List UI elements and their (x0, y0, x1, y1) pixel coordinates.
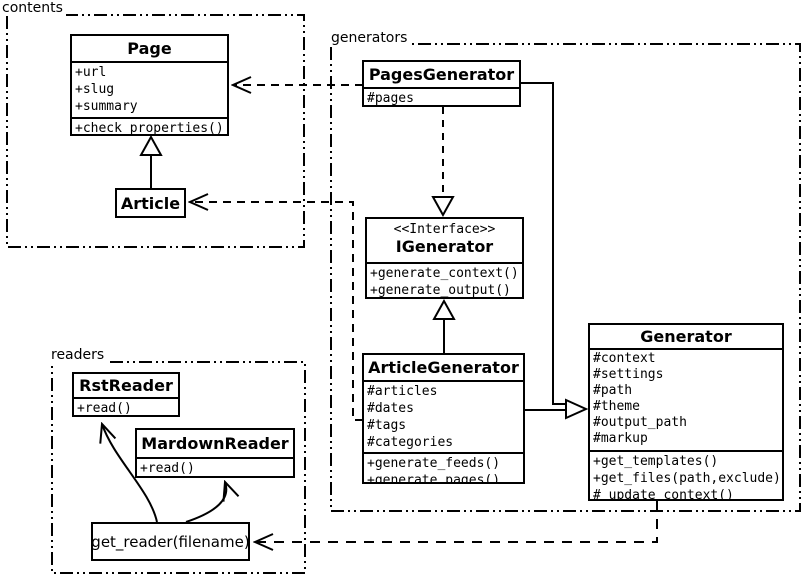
interface-stereotype: <<Interface>> (393, 222, 496, 237)
method: +get_files(path,exclude) (593, 471, 781, 486)
method: +read() (77, 401, 132, 415)
class-title: MardownReader (141, 434, 289, 453)
class-rstreader: RstReader +read() (72, 372, 180, 417)
class-title: Page (127, 39, 172, 58)
inheritance-triangle-icon (565, 398, 589, 420)
class-title: Generator (640, 327, 732, 346)
method: +read() (140, 461, 195, 476)
class-markdownreader-methods: +read() (137, 457, 293, 476)
method: +check_properties() (75, 121, 224, 134)
class-page-methods: +check_properties() (72, 117, 227, 134)
method: +generate_pages() (367, 473, 501, 482)
method: #_update_context() (593, 488, 734, 499)
method: +generate_context() (370, 266, 519, 281)
package-border-contents (6, 14, 305, 248)
class-page-attributes: +url +slug +summary (72, 61, 227, 117)
package-label-generators: generators (329, 30, 411, 46)
attribute: #tags (367, 418, 407, 433)
attribute: +url (75, 65, 107, 80)
package-border-generators (330, 43, 801, 512)
package-border-readers (51, 361, 306, 574)
method: +generate_feeds() (367, 456, 501, 471)
attribute: #articles (367, 384, 438, 399)
class-articlegenerator-attributes: #articles #dates #tags #categories (364, 380, 523, 452)
class-pagesgenerator: PagesGenerator #pages (362, 60, 521, 107)
attribute: +summary (75, 99, 138, 114)
class-generator: Generator #context #settings #path #them… (588, 323, 784, 501)
attribute: #pages (367, 91, 414, 105)
class-title: PagesGenerator (368, 65, 515, 84)
class-articlegenerator-methods: +generate_feeds() +generate_pages() (364, 452, 523, 482)
inheritance-triangle-icon (432, 298, 456, 320)
class-generator-attributes: #context #settings #path #theme #output_… (590, 348, 782, 450)
realization-triangle-icon (431, 196, 455, 218)
class-title: RstReader (79, 376, 173, 395)
interface-igenerator-methods: +generate_context() +generate_output() (367, 262, 522, 297)
attribute: #path (593, 383, 633, 398)
function-label: get_reader(filename) (91, 532, 250, 551)
attribute: #settings (593, 367, 664, 382)
inheritance-triangle-icon (139, 134, 163, 156)
attribute: #categories (367, 435, 454, 450)
package-label-contents: contents (0, 0, 66, 16)
attribute: #dates (367, 401, 414, 416)
class-articlegenerator: ArticleGenerator #articles #dates #tags … (362, 353, 525, 484)
package-label-readers: readers (49, 347, 108, 363)
call-arrow-getreader-markdownreader (185, 482, 226, 523)
dependency-arrow-articlegenerator-article (190, 202, 363, 421)
dependency-arrow-generator-getreader (255, 501, 658, 542)
class-rstreader-methods: +read() (74, 397, 178, 415)
class-page: Page +url +slug +summary +check_properti… (70, 34, 229, 136)
attribute: #context (593, 351, 656, 366)
method: +get_templates() (593, 454, 719, 469)
class-pagesgenerator-attributes: #pages (364, 87, 519, 105)
class-title: Article (120, 193, 181, 213)
class-markdownreader: MardownReader +read() (135, 428, 295, 478)
class-title: IGenerator (395, 237, 494, 256)
method: +generate_output() (370, 283, 511, 297)
inheritance-line-pagesgenerator-generator (521, 82, 566, 405)
attribute: #markup (593, 431, 648, 446)
attribute: #output_path (593, 415, 687, 430)
attribute: #theme (593, 399, 640, 414)
attribute: +slug (75, 82, 115, 97)
class-title: ArticleGenerator (368, 358, 519, 377)
function-getreader: get_reader(filename) (91, 522, 250, 561)
call-arrow-getreader-rstreader (102, 424, 158, 523)
interface-igenerator: <<Interface>> IGenerator +generate_conte… (365, 217, 524, 299)
class-article: Article (115, 188, 186, 218)
class-generator-methods: +get_templates() +get_files(path,exclude… (590, 450, 782, 499)
